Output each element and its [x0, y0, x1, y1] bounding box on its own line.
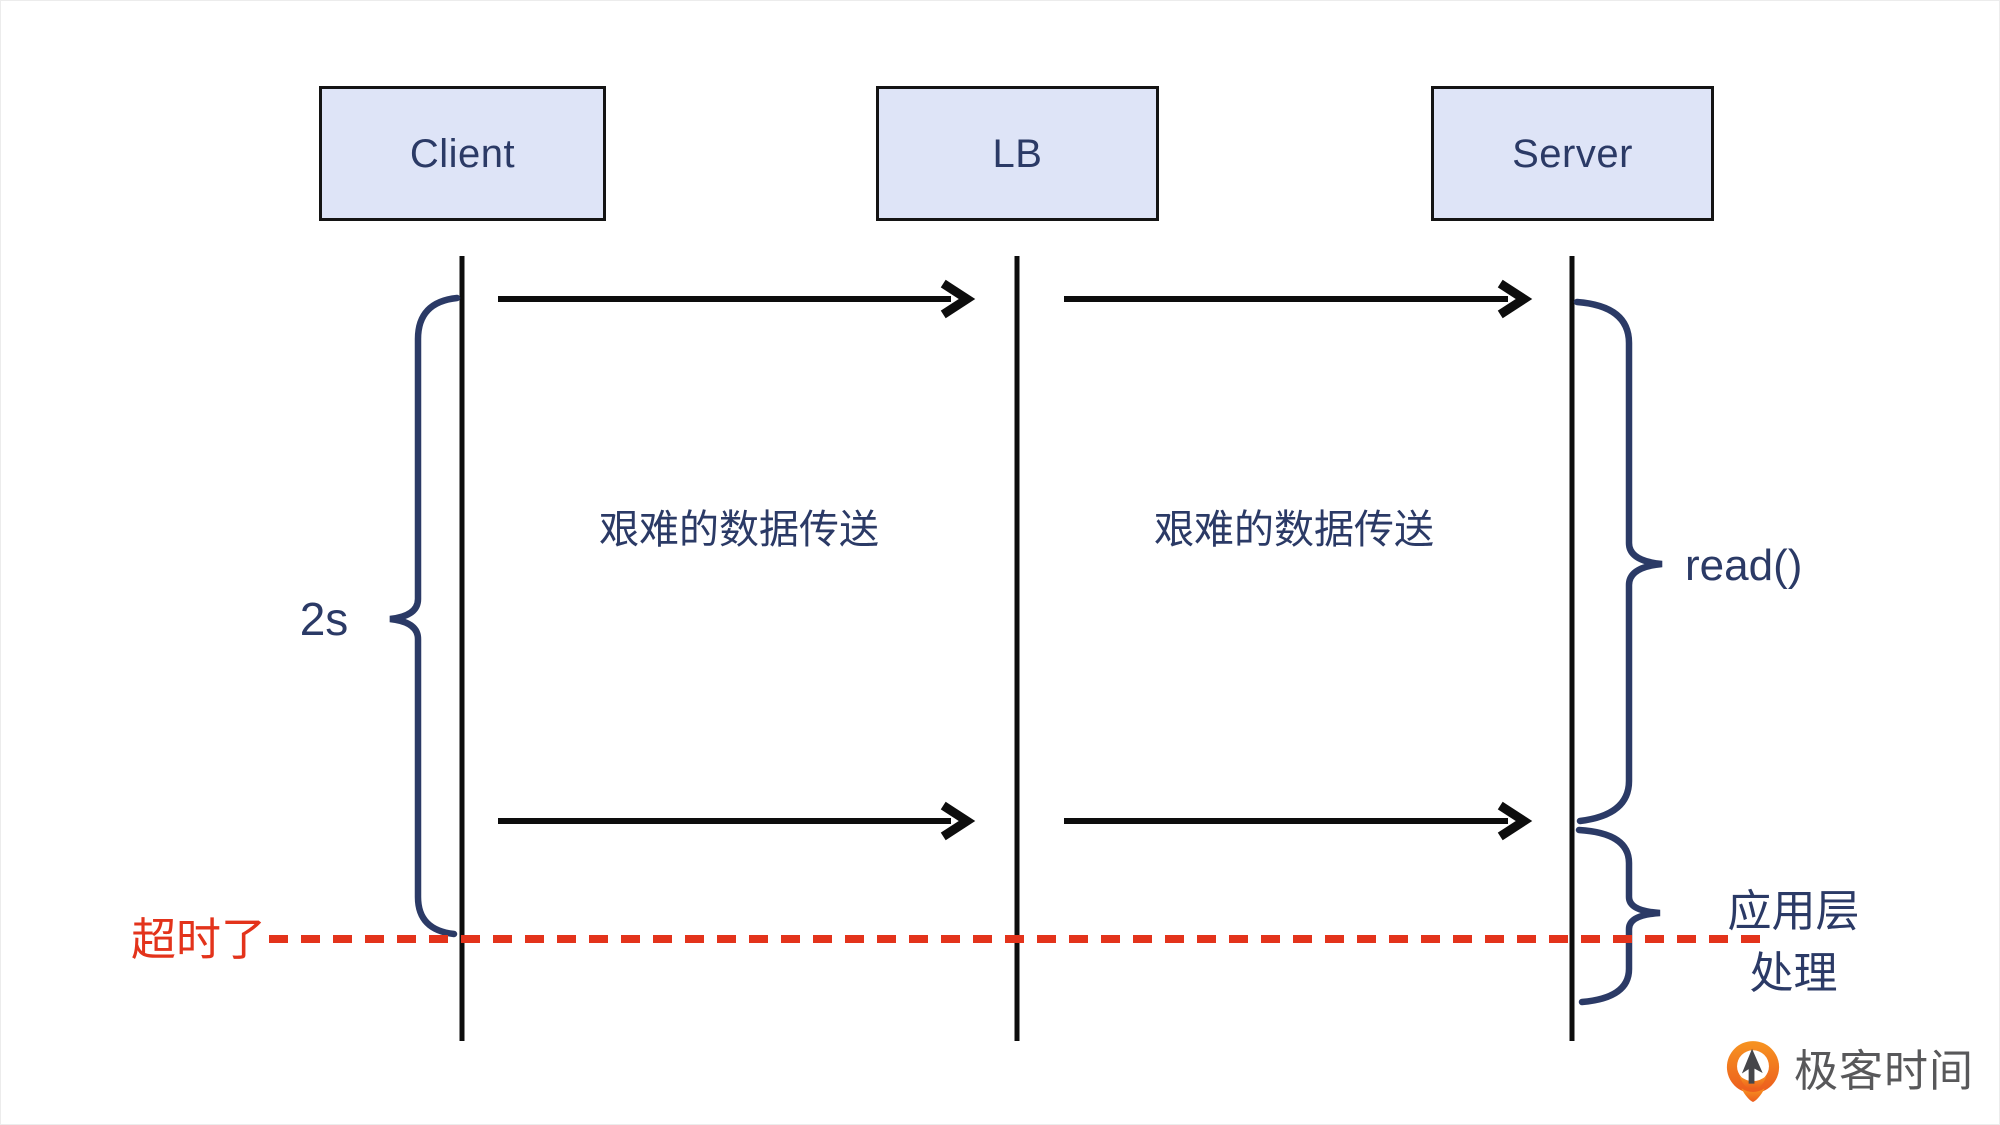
timeout-label: 超时了	[131, 914, 267, 965]
message-arrow-client-lb-1	[498, 279, 976, 319]
actor-box-lb: LB	[876, 86, 1159, 221]
actor-box-client: Client	[319, 86, 606, 221]
read-brace	[1573, 298, 1663, 825]
app-layer-label-line2: 处理	[1749, 949, 1838, 998]
brand-logo: 极客时间	[1724, 1039, 1974, 1105]
message-label-lb-server: 艰难的数据传送	[1154, 508, 1434, 552]
actor-label-client: Client	[409, 131, 516, 176]
message-arrow-lb-server-2	[1064, 801, 1533, 841]
message-label-client-lb: 艰难的数据传送	[599, 508, 879, 552]
message-arrow-lb-server-1	[1064, 279, 1533, 319]
actor-label-lb: LB	[992, 131, 1043, 176]
read-call-label: read()	[1685, 541, 1803, 590]
brand-logo-text: 极客时间	[1794, 1047, 1974, 1096]
actor-label-server: Server	[1512, 131, 1633, 176]
actor-box-server: Server	[1431, 86, 1714, 221]
geektime-pin-icon	[1726, 1041, 1780, 1102]
duration-label: 2s	[299, 593, 349, 645]
duration-brace	[389, 294, 461, 938]
app-layer-label-line1: 应用层	[1727, 887, 1860, 936]
app-layer-brace	[1575, 826, 1661, 1006]
message-arrow-client-lb-2	[498, 801, 976, 841]
